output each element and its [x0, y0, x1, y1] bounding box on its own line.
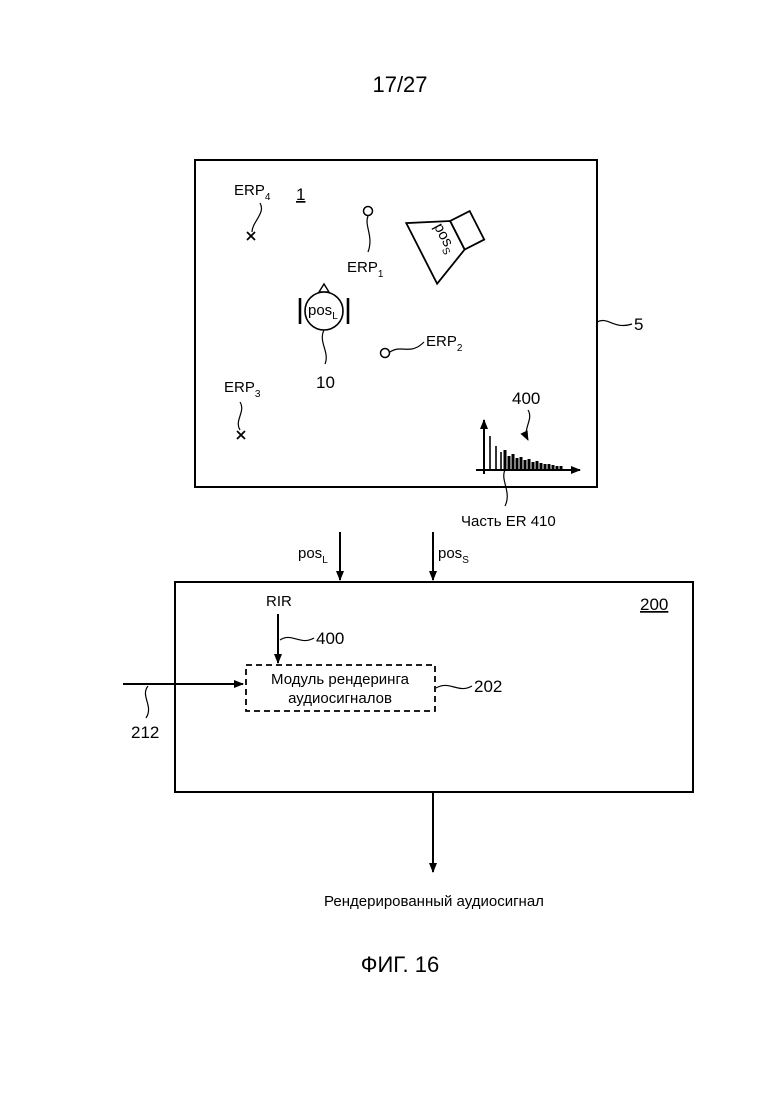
audio-rendering-module-line2: аудиосигналов: [288, 690, 392, 707]
audio-rendering-module-line1: Модуль рендеринга: [271, 671, 410, 688]
erp2-circle-marker: [381, 349, 390, 358]
module-ref: 202: [474, 677, 502, 696]
erp4-leader: [252, 203, 261, 232]
response-ref-leader: [526, 410, 529, 440]
room-box-leader: [597, 320, 632, 325]
listener-ref: 10: [316, 373, 335, 392]
renderer-box-ref: 200: [640, 595, 668, 614]
rir-ref-leader: [280, 637, 314, 640]
erp4-label: ERP4: [234, 182, 271, 203]
listener-leader: [322, 330, 326, 364]
pos-l-input-label: posL: [298, 545, 328, 566]
pos-s-input-label: posS: [438, 545, 469, 566]
room-label: 1: [296, 185, 305, 204]
figure-caption: ФИГ. 16: [361, 952, 439, 977]
erp2-label: ERP2: [426, 333, 463, 354]
response-ref: 400: [512, 389, 540, 408]
erp1-leader: [367, 216, 370, 252]
listener-nose-icon: [319, 284, 329, 292]
room-box-ref: 5: [634, 315, 643, 334]
rir-ref: 400: [316, 629, 344, 648]
rir-label: RIR: [266, 593, 292, 610]
erp3-label: ERP3: [224, 379, 261, 400]
audio-input-leader: [145, 686, 148, 718]
audio-input-ref: 212: [131, 723, 159, 742]
response-bars: [490, 436, 561, 470]
er-part-label: Часть ER 410: [461, 513, 556, 530]
output-label: Рендерированный аудиосигнал: [324, 893, 544, 910]
erp3-leader: [238, 402, 241, 430]
page-number: 17/27: [372, 72, 427, 97]
erp1-label: ERP1: [347, 259, 384, 280]
erp2-leader: [390, 342, 424, 352]
room-box: [195, 160, 597, 487]
erp4-cross-marker: [247, 232, 255, 240]
erp3-cross-marker: [237, 431, 245, 439]
module-ref-leader: [436, 685, 472, 688]
erp1-circle-marker: [364, 207, 373, 216]
